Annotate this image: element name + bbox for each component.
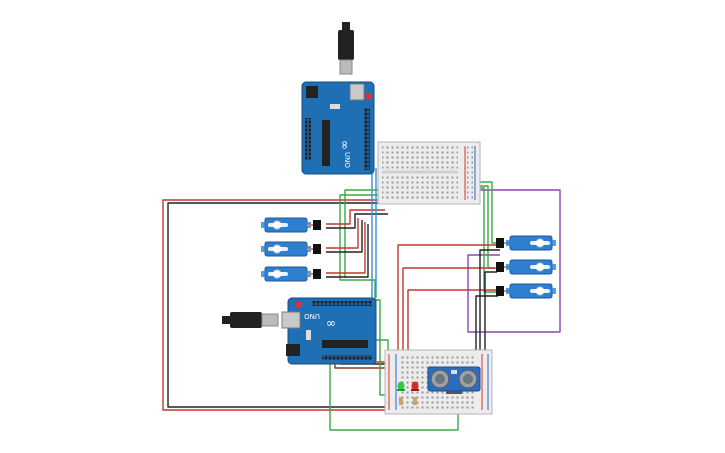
power-jack-bottom <box>286 344 300 356</box>
wire-black-right-3[interactable] <box>475 295 498 352</box>
servo-right-1[interactable] <box>496 235 556 251</box>
servo-left-1[interactable] <box>261 217 321 233</box>
servo-right-1-arm <box>530 241 550 245</box>
resistor-1 <box>399 397 403 405</box>
reset-button-top[interactable] <box>366 93 372 99</box>
led-green-base <box>397 389 405 391</box>
resistors <box>399 397 417 405</box>
led-red-base <box>411 389 419 391</box>
led-green-dome <box>397 381 405 391</box>
ultrasonic-transducer-left-inner <box>435 374 445 384</box>
wire-red-right-2[interactable] <box>402 267 495 355</box>
wire-red-right-1[interactable] <box>397 244 500 355</box>
reset-button-bottom[interactable] <box>296 302 302 308</box>
arduino-top-board <box>301 81 375 175</box>
led-red-dome <box>411 381 419 391</box>
usb-cable-bottom <box>230 312 262 328</box>
servo-right-2-connector <box>496 262 504 272</box>
brand-text-top: UNO <box>343 152 351 168</box>
wire-black-servo-left-3[interactable] <box>326 224 369 278</box>
wire-red-servo-left-3[interactable] <box>326 222 366 274</box>
servo-right-3-arm <box>530 289 550 293</box>
header-top-bottom <box>312 301 372 306</box>
power-jack-top <box>306 86 318 98</box>
ultrasonic-pins <box>446 391 462 394</box>
servo-right-3[interactable] <box>496 283 556 299</box>
resistor-2 <box>413 397 417 405</box>
wire-red-servo-left-1[interactable] <box>326 209 385 225</box>
usb-connector-top <box>339 59 353 75</box>
usb-cable-top <box>338 30 354 60</box>
servo-left-2[interactable] <box>261 241 321 257</box>
rail-holes-top <box>467 146 473 200</box>
header-left-top <box>305 118 311 160</box>
usb-plug-top <box>342 22 350 30</box>
servo-left-1-arm <box>268 223 288 227</box>
wire-red-right-3[interactable] <box>407 289 498 355</box>
mcu-chip-bottom <box>322 340 368 348</box>
logo-text-bottom: ∞ <box>326 316 336 330</box>
header-right-top <box>364 108 370 170</box>
breadboard-top[interactable] <box>377 141 481 205</box>
logo-text-top: ∞ <box>338 140 352 150</box>
wire-black-right-2[interactable] <box>484 271 497 352</box>
wire-black-servo-left-2[interactable] <box>326 220 363 253</box>
servo-right-1-connector <box>496 238 504 248</box>
ultrasonic-sensor[interactable] <box>427 366 481 394</box>
servo-left-2-connector <box>313 244 321 254</box>
led-red[interactable] <box>411 381 419 392</box>
servo-right-2[interactable] <box>496 259 556 275</box>
arduino-top[interactable]: ∞ UNO <box>301 22 375 175</box>
wire-red-servo-left-2[interactable] <box>326 218 359 249</box>
servo-left-3-arm <box>268 272 288 276</box>
led-green[interactable] <box>397 381 405 392</box>
ultrasonic-transducer-right-inner <box>463 374 473 384</box>
wire-black-right-1[interactable] <box>479 249 500 352</box>
brand-text-bottom: UNO <box>304 312 320 320</box>
ultrasonic-crystal <box>451 370 457 374</box>
arduino-bottom[interactable]: ∞ UNO <box>222 297 377 365</box>
servo-left-2-arm <box>268 247 288 251</box>
servo-left-3[interactable] <box>261 266 321 282</box>
servo-right-2-arm <box>530 265 550 269</box>
servo-left-1-connector <box>313 220 321 230</box>
crystal-top <box>330 104 340 109</box>
usb-plug-bottom <box>222 316 230 324</box>
servo-right-3-connector <box>496 286 504 296</box>
usb-connector-bottom <box>261 313 279 327</box>
usb-port-bottom <box>281 311 301 329</box>
crystal-bottom <box>306 330 311 340</box>
servo-left-3-connector <box>313 269 321 279</box>
usb-port-top <box>349 83 365 101</box>
mcu-chip-top <box>322 120 330 166</box>
header-bottom-bottom <box>322 355 372 360</box>
wire-purple-right[interactable] <box>467 189 561 333</box>
wire-black-servo-left-1[interactable] <box>326 213 388 229</box>
